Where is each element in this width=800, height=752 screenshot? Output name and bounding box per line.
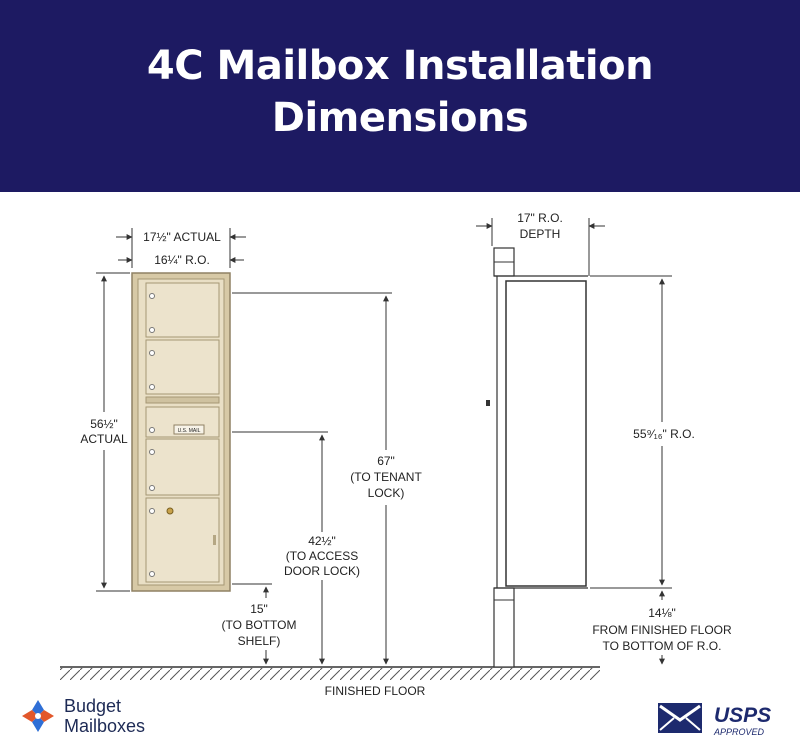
lock-icon [149, 508, 155, 514]
lock-icon [149, 384, 155, 390]
bottom-shelf-label-3: SHELF) [238, 634, 281, 648]
width-ro-label: 16¼" R.O. [154, 253, 210, 267]
side-dimensions [476, 218, 672, 665]
bottom-shelf-label-1: 15" [250, 602, 268, 616]
depth-label-1: 17" R.O. [517, 211, 563, 225]
bottom-shelf-label-2: (TO BOTTOM [222, 618, 297, 632]
lock-icon [149, 427, 155, 433]
side-view [486, 247, 588, 668]
ro-height-label: 55⁹⁄₁₆" R.O. [633, 427, 695, 441]
outgoing-mail-slot [145, 396, 220, 404]
us-mail-plate-text: U.S. MAIL [178, 428, 201, 434]
tenant-door-3 [145, 438, 220, 496]
brand-line-1: Budget [64, 696, 122, 716]
door-hinge [213, 535, 216, 545]
title-line-2: Dimensions [271, 95, 529, 141]
usps-badge-text: USPS [714, 704, 771, 727]
finished-floor [60, 666, 600, 680]
tenant-lock-label-2: (TO TENANT [350, 470, 422, 484]
mailbox-side-profile [505, 280, 587, 587]
lock-icon [149, 350, 155, 356]
brand-line-2: Mailboxes [64, 716, 146, 736]
tenant-lock-label-3: LOCK) [368, 486, 405, 500]
front-view: U.S. MAIL [131, 272, 231, 592]
floor-label: FINISHED FLOOR [325, 684, 426, 698]
budget-mailboxes-logo-icon [22, 700, 54, 732]
floor-to-ro-label-3: TO BOTTOM OF R.O. [603, 639, 722, 653]
door-handle [486, 400, 490, 406]
floor-to-ro-label-2: FROM FINISHED FLOOR [592, 623, 732, 637]
title-line-1: 4C Mailbox Installation [146, 43, 654, 89]
tenant-door-1 [145, 282, 220, 338]
tenant-lock-label-1: 67" [377, 454, 395, 468]
front-dimensions [96, 228, 392, 665]
access-lock-label-1: 42½" [308, 534, 336, 548]
lock-icon [149, 293, 155, 299]
access-lock-icon [166, 507, 174, 515]
height-actual-label-2: ACTUAL [80, 432, 128, 446]
brand-logo: Budget Mailboxes [64, 696, 145, 736]
lock-icon [149, 485, 155, 491]
front-dimension-labels: 17½" ACTUAL 16¼" R.O. 56½" ACTUAL 67" (T… [80, 230, 422, 648]
lock-icon [149, 327, 155, 333]
access-lock-label-2: (TO ACCESS [286, 549, 358, 563]
width-actual-label: 17½" ACTUAL [143, 230, 221, 244]
page-title: 4C Mailbox Installation Dimensions [0, 40, 800, 144]
us-mail-plate [173, 424, 205, 435]
parcel-locker-door [145, 497, 220, 583]
side-dimension-labels: 17" R.O. DEPTH 55⁹⁄₁₆" R.O. 14⅛" FROM FI… [517, 211, 732, 653]
floor-to-ro-label-1: 14⅛" [648, 606, 676, 620]
usps-approved-text: APPROVED [713, 727, 765, 737]
lock-icon [149, 449, 155, 455]
header-banner: 4C Mailbox Installation Dimensions [0, 0, 800, 192]
height-actual-label-1: 56½" [90, 417, 118, 431]
tenant-door-2 [145, 339, 220, 395]
access-lock-label-3: DOOR LOCK) [284, 564, 360, 578]
depth-label-2: DEPTH [520, 227, 561, 241]
usps-eagle-icon [658, 703, 702, 733]
lock-icon [149, 571, 155, 577]
